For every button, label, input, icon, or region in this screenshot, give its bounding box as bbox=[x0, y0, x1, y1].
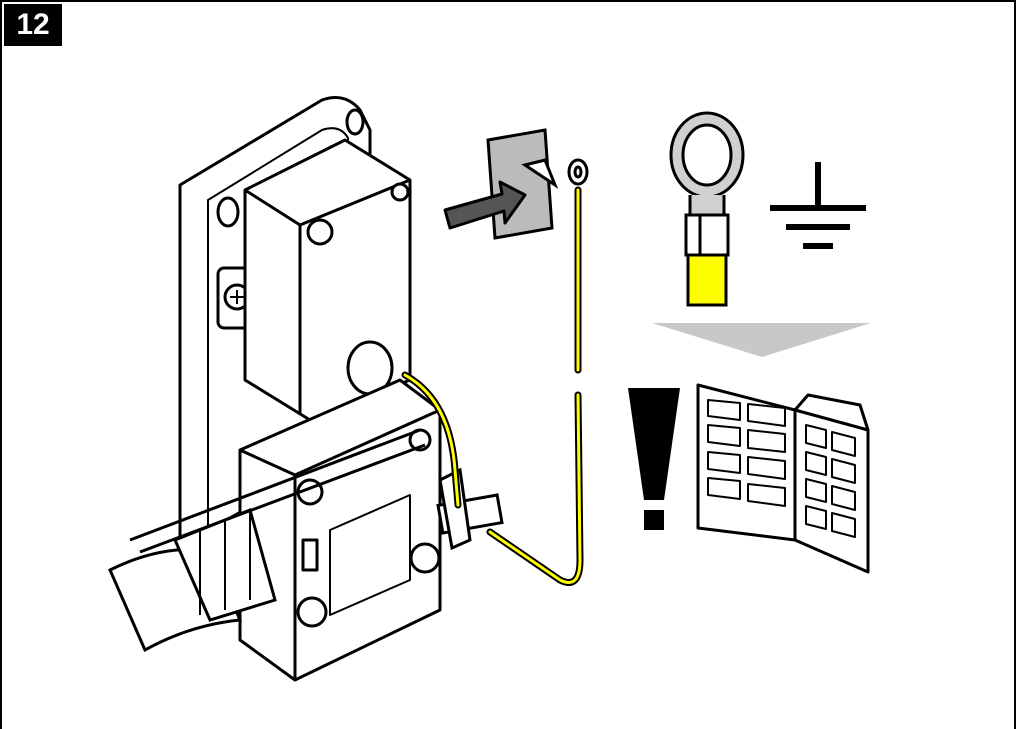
cable-gland bbox=[108, 428, 426, 653]
electrode-body bbox=[178, 96, 442, 682]
down-arrow-icon bbox=[652, 323, 871, 357]
ring-terminal-icon bbox=[669, 111, 745, 307]
ring-terminal-small-icon bbox=[567, 158, 589, 186]
manual-booklet-icon bbox=[696, 383, 870, 574]
ground-wire bbox=[401, 186, 584, 586]
step-number-badge: 12 bbox=[4, 4, 62, 46]
warning-exclamation-icon bbox=[628, 388, 680, 530]
label-peel-icon bbox=[486, 128, 559, 240]
push-arrow-icon bbox=[443, 180, 527, 230]
wire-connector bbox=[436, 467, 504, 551]
ground-symbol-icon bbox=[770, 162, 866, 249]
